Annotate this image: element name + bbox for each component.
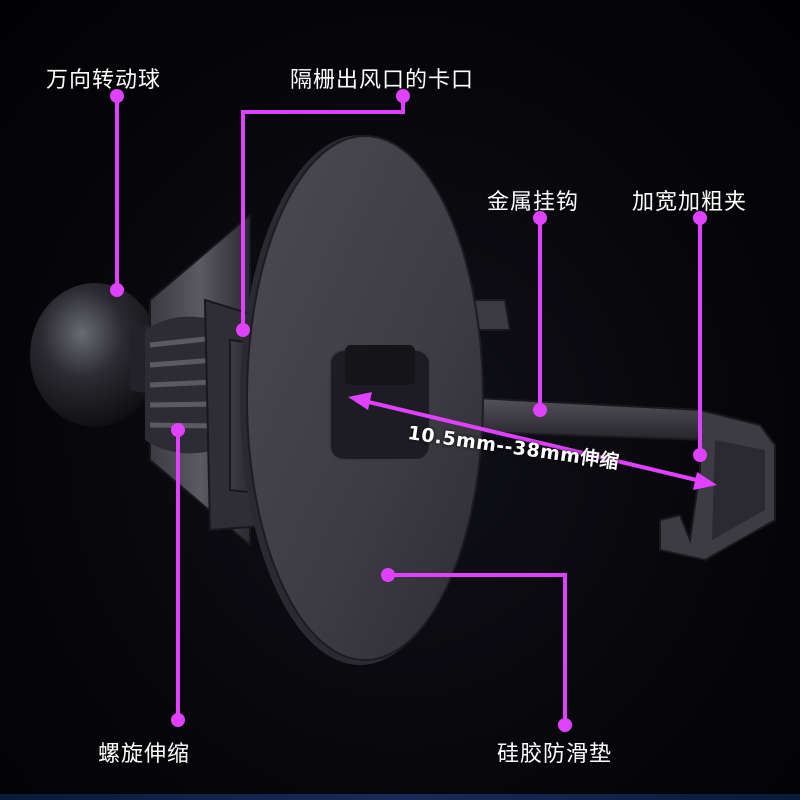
- label-ball: 万向转动球: [46, 68, 162, 93]
- label-spiral: 螺旋伸缩: [98, 742, 191, 767]
- label-silicone-pad: 硅胶防滑垫: [497, 742, 613, 767]
- callout-spiral: [171, 423, 185, 727]
- callout-metal-hook: [533, 211, 547, 417]
- label-metal-hook: 金属挂钩: [487, 190, 580, 215]
- range-arrow: [348, 392, 717, 490]
- label-clip-slot: 隔栅出风口的卡口: [290, 68, 475, 93]
- callout-clip-slot: [236, 89, 410, 337]
- callout-silicone-pad: [381, 568, 572, 732]
- clip-arm: [419, 299, 776, 562]
- callout-wide-clamp: [693, 211, 707, 462]
- callout-ball: [110, 89, 124, 297]
- spiral-body: [145, 212, 276, 548]
- label-wide-clamp: 加宽加粗夹: [632, 190, 748, 215]
